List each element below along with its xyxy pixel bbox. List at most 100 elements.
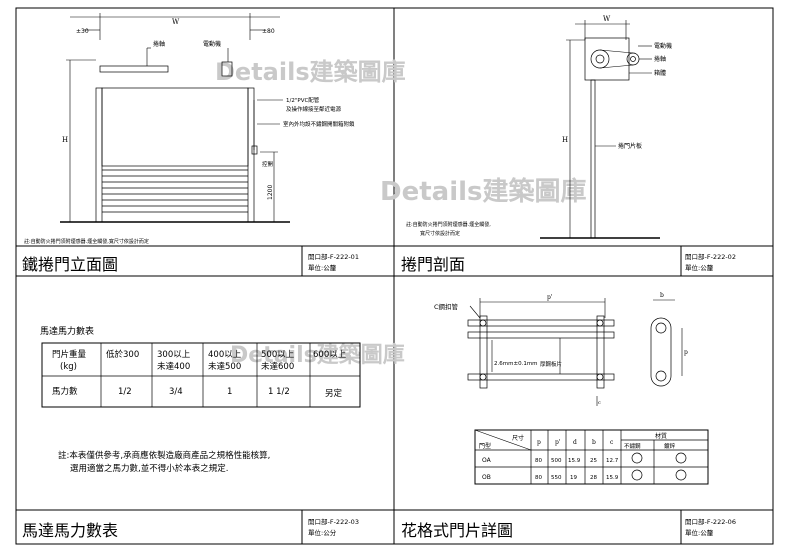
svg-text:28: 28 <box>590 475 597 481</box>
roller-drum <box>590 49 610 69</box>
svg-text:鍍鋅: 鍍鋅 <box>664 442 676 450</box>
header-cell: 300以上 <box>157 350 191 360</box>
plate-right <box>596 315 605 389</box>
roller-box <box>584 37 630 81</box>
svg-text:材質: 材質 <box>655 432 667 440</box>
section-title: 捲門剖面 <box>401 255 465 274</box>
svg-text:80: 80 <box>535 475 542 481</box>
slat-label: 捲門片板 <box>618 142 642 150</box>
dim-1200: 1200 <box>267 185 274 200</box>
watermark: Details建築圖庫 <box>230 342 405 368</box>
motor-table-title: 馬達馬力數表 <box>22 521 118 540</box>
rod-middle <box>467 331 615 339</box>
slat-spec-table: 尺寸 門型 p p' d b c 材質 不鏽鋼 鍍鋅 OA 80 500 15.… <box>474 429 709 485</box>
svg-text:25: 25 <box>590 458 597 464</box>
svg-text:15.9: 15.9 <box>568 458 581 464</box>
slat-detail-unit: 單位:公釐 <box>685 528 714 537</box>
shutter-panel <box>101 87 249 167</box>
pvc-label-2: 及操作線接至鄰近電源 <box>286 105 342 113</box>
slat-dim-p: p <box>684 349 688 356</box>
switch-label: 室內外均設不鏽鋼開關箱附鎖 <box>283 120 355 128</box>
elevation-note: 註:自動防火捲門須附煙感器.煙全觸發,寬尺寸依設計而定 <box>24 238 149 245</box>
svg-text:500: 500 <box>551 458 562 464</box>
rod-top <box>467 319 615 327</box>
row-cell: 1/2 <box>118 387 132 397</box>
header-cell: 門片重量 <box>52 349 87 360</box>
svg-text:p': p' <box>555 439 561 446</box>
row-cell: 另定 <box>325 388 343 399</box>
c-ring-label: C鋼扣管 <box>434 302 459 311</box>
slat-section <box>590 79 596 239</box>
dim-right-gap: ±80 <box>262 28 275 35</box>
svg-text:80: 80 <box>535 458 542 464</box>
svg-text:尺寸: 尺寸 <box>512 434 524 442</box>
motor-label: 電動機 <box>203 40 221 48</box>
elevation-code: 開口部-F-222-01 <box>308 252 359 261</box>
left-jamb <box>95 87 103 223</box>
motor-table: 門片重量 (kg) 低於300 300以上 未達400 400以上 未達500 … <box>41 342 361 408</box>
rod-bottom <box>467 373 615 381</box>
right-jamb <box>247 87 255 223</box>
row-cell: 馬力數 <box>52 386 78 397</box>
section-roller-label: 捲軸 <box>654 55 666 63</box>
gap-label: 2.6mm±0.1mm <box>494 361 538 367</box>
row-cell: 1 1/2 <box>268 387 290 397</box>
watermark: Details建築圖庫 <box>380 176 587 207</box>
svg-text:OB: OB <box>482 474 491 481</box>
svg-text:不鏽鋼: 不鏽鋼 <box>624 442 641 450</box>
section-unit: 單位:公釐 <box>685 263 714 272</box>
switch-box <box>251 145 258 155</box>
header-cell: 600以上 <box>313 350 347 360</box>
motor-box <box>221 61 233 77</box>
elevation-title: 鐵捲門立面圖 <box>22 255 118 274</box>
slat-detail-title: 花格式門片詳圖 <box>401 521 513 540</box>
motor-table-heading: 馬達馬力數表 <box>40 325 94 337</box>
slat-dim-c: c <box>598 400 601 406</box>
section-dim-w: W <box>603 15 611 23</box>
dim-h: H <box>62 136 68 144</box>
svg-text:p: p <box>537 439 541 446</box>
header-cell: 未達400 <box>157 361 190 372</box>
header-cell: (kg) <box>60 362 77 372</box>
plate-left <box>479 315 488 389</box>
link-plate <box>650 317 672 387</box>
svg-text:19: 19 <box>570 475 577 481</box>
svg-text:d: d <box>573 439 577 446</box>
motor-note-2: 選用適當之馬力數,並不得小於本表之規定. <box>70 463 228 474</box>
slat-detail-drawing: p' C鋼扣管 2.6mm±0.1mm 厚鋼板片 c b p <box>434 292 688 406</box>
header-cell: 未達500 <box>208 361 241 372</box>
dim-w: W <box>172 18 180 26</box>
section-note-2: 寬尺寸依設計而定 <box>420 230 460 237</box>
header-cell: 500以上 <box>261 350 295 360</box>
switch-tag: 控開 <box>262 160 274 168</box>
pvc-label-1: 1/2"PVC配管 <box>286 96 320 104</box>
plate-label: 厚鋼板片 <box>540 360 562 368</box>
slat-detail-code: 開口部-F-222-06 <box>685 517 736 526</box>
svg-text:c: c <box>610 439 614 446</box>
section-code: 開口部-F-222-02 <box>685 252 736 261</box>
section-dim-h: H <box>562 136 568 144</box>
svg-text:OA: OA <box>482 457 492 464</box>
roller-label: 捲軸 <box>153 40 165 48</box>
slat-dim-b: b <box>660 292 664 299</box>
watermark: Details建築圖庫 <box>215 58 406 86</box>
svg-text:550: 550 <box>551 475 562 481</box>
header-cell: 低於300 <box>106 349 139 360</box>
shutter-slats <box>102 169 248 213</box>
elevation-drawing: W ±30 ±80 捲軸 電動機 H <box>60 13 355 223</box>
section-drawing: W 電動機 捲軸 箱體 捲門片板 H <box>540 15 672 239</box>
section-motor-label: 電動機 <box>654 42 672 50</box>
section-box-label: 箱體 <box>654 69 666 77</box>
dim-left-gap: ±30 <box>76 28 89 35</box>
row-cell: 1 <box>227 387 232 397</box>
elevation-unit: 單位:公釐 <box>308 263 337 272</box>
motor-table-unit: 單位:公分 <box>308 528 337 537</box>
motor-note-1: 註:本表僅供參考,承商應依製造廠商產品之規格性能核算, <box>58 450 270 461</box>
section-note-1: 註:自動防火捲門須附煙感器.煙全觸發, <box>406 221 491 228</box>
svg-text:門型: 門型 <box>479 442 491 450</box>
roller-shaft <box>99 65 169 73</box>
header-cell: 未達600 <box>261 361 294 372</box>
svg-text:b: b <box>592 439 596 446</box>
header-cell: 400以上 <box>208 350 242 360</box>
